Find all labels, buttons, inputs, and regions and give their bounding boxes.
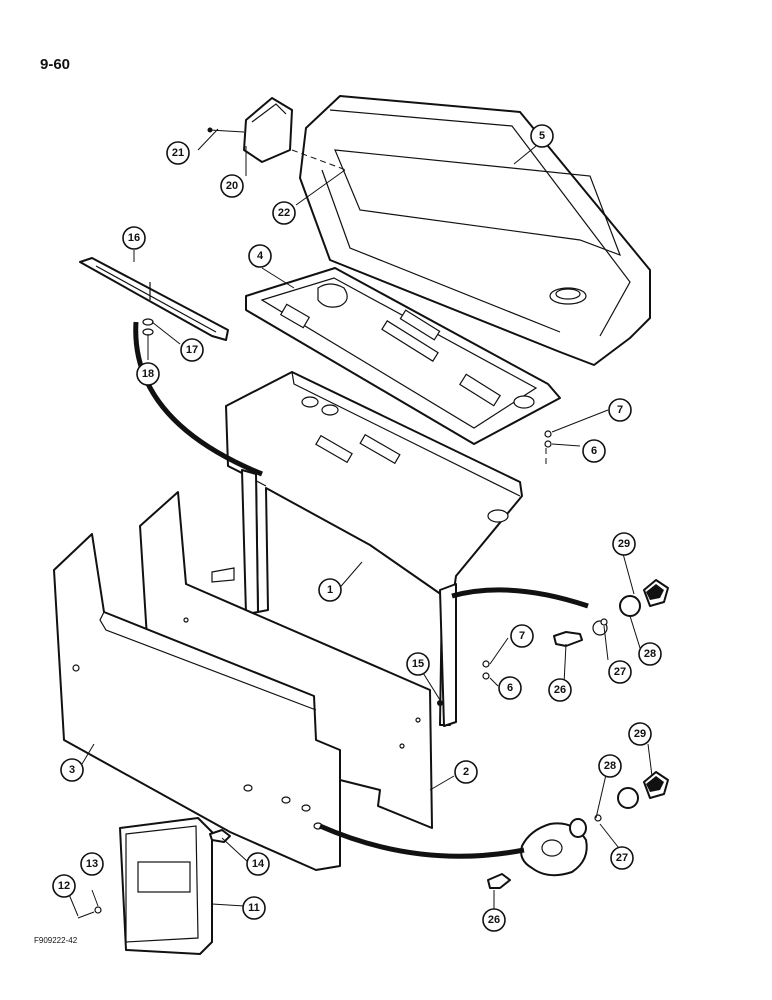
svg-text:15: 15 xyxy=(412,658,424,670)
washer-part-13 xyxy=(94,906,102,914)
callout-2: 2 xyxy=(454,760,478,784)
svg-text:5: 5 xyxy=(539,130,545,142)
callout-29-upper: 29 xyxy=(612,532,636,556)
callout-28-upper: 28 xyxy=(638,642,662,666)
arrow-frame-to-knob xyxy=(451,587,589,609)
svg-text:29: 29 xyxy=(634,728,646,740)
svg-text:16: 16 xyxy=(128,232,140,244)
svg-text:29: 29 xyxy=(618,538,630,550)
gauge-housing-part-20 xyxy=(207,97,293,163)
console-frame-part-1 xyxy=(211,371,523,727)
svg-text:22: 22 xyxy=(278,207,290,219)
bolt-part-15 xyxy=(437,700,443,706)
panel-plate-part-4 xyxy=(245,267,561,445)
callout-6-lower: 6 xyxy=(498,676,522,700)
callout-11: 11 xyxy=(242,896,266,920)
svg-text:21: 21 xyxy=(172,147,184,159)
panel-cover-part-5 xyxy=(299,95,651,366)
callout-12: 12 xyxy=(52,874,76,898)
callout-13: 13 xyxy=(80,852,104,876)
svg-text:2: 2 xyxy=(463,766,469,778)
svg-text:11: 11 xyxy=(248,902,260,914)
nut-7-upper xyxy=(544,430,552,438)
page-number: 9-60 xyxy=(40,56,71,73)
callout-22: 22 xyxy=(272,201,296,225)
callout-20: 20 xyxy=(220,174,244,198)
svg-text:7: 7 xyxy=(519,630,525,642)
svg-text:6: 6 xyxy=(507,682,513,694)
svg-text:26: 26 xyxy=(488,914,500,926)
nut-7-lower xyxy=(482,660,490,668)
callout-17: 17 xyxy=(180,338,204,362)
callout-15: 15 xyxy=(406,652,430,676)
svg-text:3: 3 xyxy=(69,764,75,776)
washer-6-lower xyxy=(482,672,490,680)
callout-26-upper: 26 xyxy=(548,678,572,702)
callout-1: 1 xyxy=(318,578,342,602)
washer-6-upper xyxy=(544,440,552,448)
callout-21: 21 xyxy=(166,141,190,165)
outer-panel-part-3 xyxy=(53,533,341,871)
callout-27-upper: 27 xyxy=(608,660,632,684)
svg-text:12: 12 xyxy=(58,880,70,892)
callout-3: 3 xyxy=(60,758,84,782)
arrow-panel-to-knob xyxy=(318,823,525,859)
svg-text:4: 4 xyxy=(257,250,264,262)
arrow-strip-to-frame xyxy=(133,321,263,477)
svg-text:27: 27 xyxy=(616,852,628,864)
callout-27-lower: 27 xyxy=(610,846,634,870)
knob-assembly-upper xyxy=(553,579,669,647)
svg-text:20: 20 xyxy=(226,180,238,192)
callout-7-upper: 7 xyxy=(608,398,632,422)
pad-part-11 xyxy=(119,817,231,955)
svg-text:13: 13 xyxy=(86,858,98,870)
svg-text:26: 26 xyxy=(554,684,566,696)
callout-18: 18 xyxy=(136,362,160,386)
callout-14: 14 xyxy=(246,852,270,876)
callout-5: 5 xyxy=(530,124,554,148)
callout-7-lower: 7 xyxy=(510,624,534,648)
svg-text:1: 1 xyxy=(327,584,333,596)
svg-text:18: 18 xyxy=(142,368,154,380)
knob-assembly-lower xyxy=(487,771,669,889)
svg-text:7: 7 xyxy=(617,404,623,416)
callout-16: 16 xyxy=(122,226,146,250)
svg-text:28: 28 xyxy=(644,648,656,660)
svg-text:17: 17 xyxy=(186,344,198,356)
trim-strip-part-16 xyxy=(79,257,229,341)
svg-text:6: 6 xyxy=(591,445,597,457)
callout-29-lower: 29 xyxy=(628,722,652,746)
svg-text:28: 28 xyxy=(604,760,616,772)
callout-4: 4 xyxy=(248,244,272,268)
svg-text:27: 27 xyxy=(614,666,626,678)
screw-part-12 xyxy=(77,911,95,919)
callout-6-upper: 6 xyxy=(582,439,606,463)
figure-id: F909222-42 xyxy=(34,936,78,945)
svg-text:14: 14 xyxy=(252,858,265,870)
callout-26-lower: 26 xyxy=(482,908,506,932)
callout-28-lower: 28 xyxy=(598,754,622,778)
